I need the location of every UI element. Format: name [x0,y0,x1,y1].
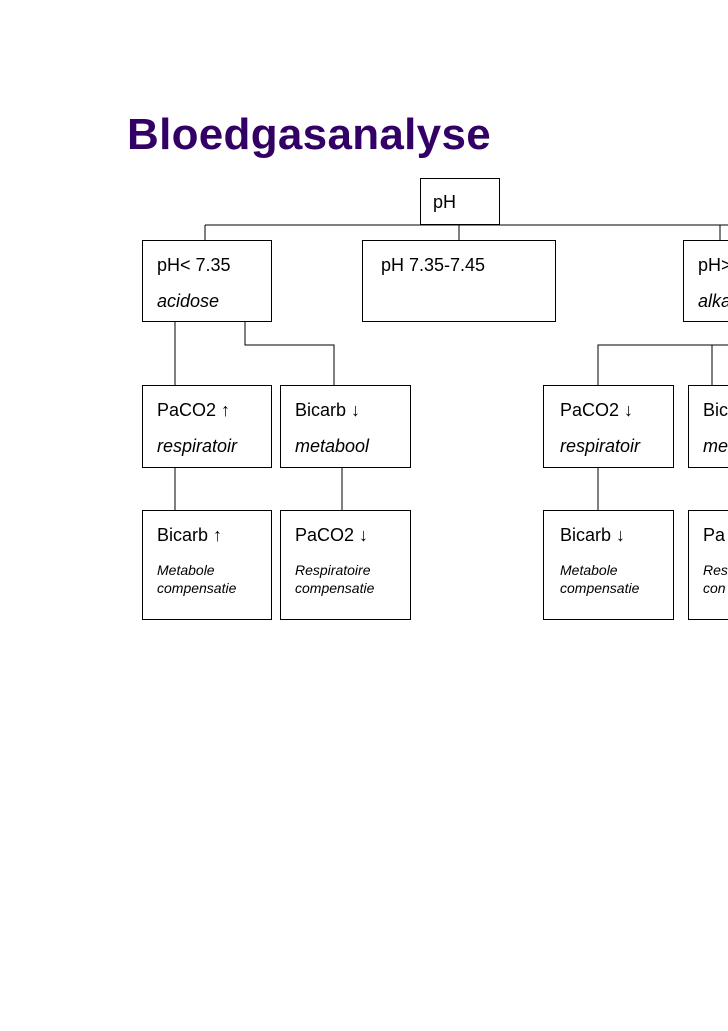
acid-meta-compensatie-sub2: compensatie [295,580,375,596]
acidose-sub: acidose [157,291,220,311]
acid-resp-compensatie-sub1: Metabole [157,562,215,578]
connector-alkalose-respiratoir [597,344,728,385]
acid-metabool-box: Bicarb ↓ metabool [280,385,411,468]
acid-meta-compensatie-box: PaCO2 ↓ Respiratoire compensatie [280,510,411,620]
acid-respiratoir-label: PaCO2 ↑ [157,400,231,420]
alk-respiratoir-label: PaCO2 ↓ [560,400,634,420]
page-title: Bloedgasanalyse [127,110,491,159]
alk-respiratoir-box: PaCO2 ↓ respiratoir [543,385,674,468]
normal-box: pH 7.35-7.45 [362,240,556,322]
alk-meta-compensatie-label: Pa [703,525,726,545]
acid-metabool-sub: metabool [295,436,370,456]
acidose-label: pH< 7.35 [157,255,231,275]
alk-respiratoir-sub: respiratoir [560,436,641,456]
alk-meta-compensatie-sub2: con [703,580,726,596]
alk-meta-compensatie-sub: Res con [703,561,728,597]
acid-meta-compensatie-sub1: Respiratoire [295,562,371,578]
alkalose-label: pH> [698,255,728,275]
alkalose-box: pH> alka [683,240,728,322]
root-label: pH [433,192,457,212]
alk-resp-compensatie-sub1: Metabole [560,562,618,578]
acid-meta-compensatie-sub: Respiratoire compensatie [295,561,374,597]
acid-resp-compensatie-sub2: compensatie [157,580,237,596]
acidose-box: pH< 7.35 acidose [142,240,272,322]
alk-resp-compensatie-sub2: compensatie [560,580,640,596]
acid-resp-compensatie-box: Bicarb ↑ Metabole compensatie [142,510,272,620]
acid-metabool-label: Bicarb ↓ [295,400,361,420]
alk-resp-compensatie-label: Bicarb ↓ [560,525,626,545]
acid-resp-compensatie-sub: Metabole compensatie [157,561,236,597]
acid-meta-compensatie-label: PaCO2 ↓ [295,525,369,545]
root-ph-box: pH [420,178,500,225]
alk-metabool-label: Bic [703,400,728,420]
alkalose-sub: alka [698,291,728,311]
normal-label: pH 7.35-7.45 [381,255,486,275]
alk-resp-compensatie-sub: Metabole compensatie [560,561,639,597]
alk-resp-compensatie-box: Bicarb ↓ Metabole compensatie [543,510,674,620]
alk-metabool-box: Bic me [688,385,728,468]
acid-respiratoir-box: PaCO2 ↑ respiratoir [142,385,272,468]
acid-respiratoir-sub: respiratoir [157,436,238,456]
alk-metabool-sub: me [703,436,728,456]
connector-acidose-metabool [244,322,335,385]
alk-meta-compensatie-box: Pa Res con [688,510,728,620]
alk-meta-compensatie-sub1: Res [703,562,728,578]
acid-resp-compensatie-label: Bicarb ↑ [157,525,223,545]
